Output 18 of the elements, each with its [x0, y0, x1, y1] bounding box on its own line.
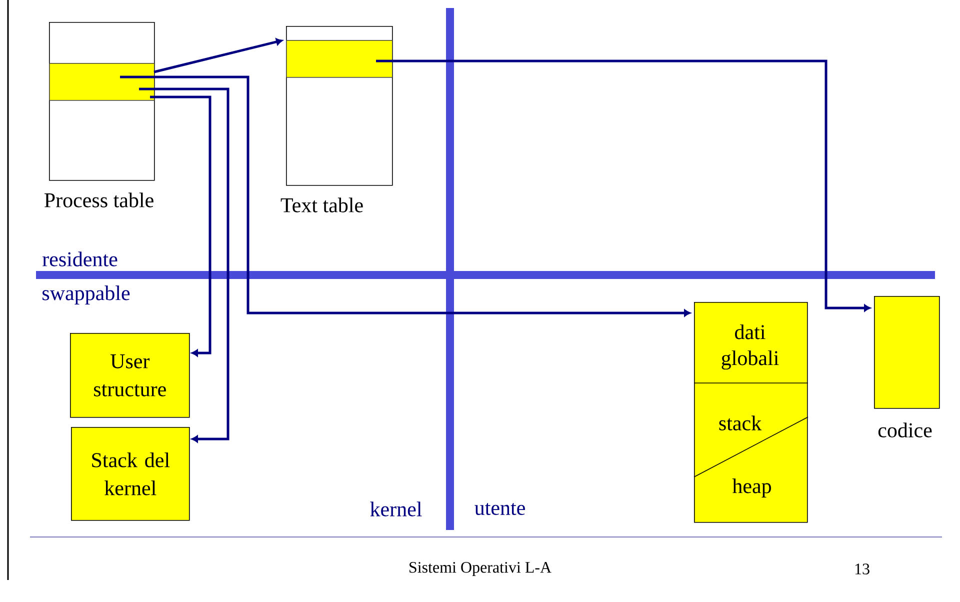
memory-box: User structure [70, 333, 190, 418]
memory-box: Stack del kernel [71, 427, 190, 521]
box-caption: Text table [280, 198, 363, 212]
table-row [286, 40, 393, 78]
mode-label: utente [474, 503, 525, 516]
zone-label: swappable [42, 285, 130, 305]
mode-label: kernel [370, 502, 422, 516]
arrow [139, 88, 230, 443]
box-caption: codice [878, 422, 932, 438]
arrow [150, 96, 212, 357]
table-row [49, 63, 155, 101]
box-caption: Process table [44, 192, 154, 208]
arrow [154, 38, 283, 74]
arrow [376, 60, 871, 312]
footer-text: Sistemi Operativi L-A [410, 562, 552, 576]
page-number: 13 [855, 564, 870, 574]
memory-box: dati globali stack heap [694, 302, 808, 523]
zone-label: residente [42, 252, 118, 266]
